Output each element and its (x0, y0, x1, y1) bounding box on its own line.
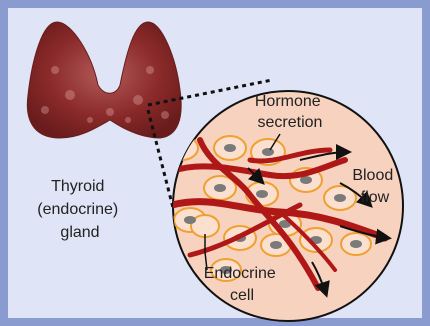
thyroid-gland-illustration (27, 22, 181, 138)
cell-label-line-1: Endocrine (204, 265, 276, 282)
blood-label-line-1: Blood (352, 167, 393, 184)
cell-label-line-2: cell (230, 287, 254, 304)
thyroid-label-line-3: gland (60, 224, 99, 241)
thyroid-gland-label: Thyroid (endocrine) gland (37, 178, 122, 241)
hormone-label-line-1: Hormone (255, 93, 321, 110)
thyroid-label-line-2: (endocrine) (37, 201, 118, 218)
blood-label-line-2: flow (361, 189, 390, 206)
hormone-label-line-2: secretion (258, 114, 323, 131)
thyroid-label-line-1: Thyroid (51, 178, 104, 195)
